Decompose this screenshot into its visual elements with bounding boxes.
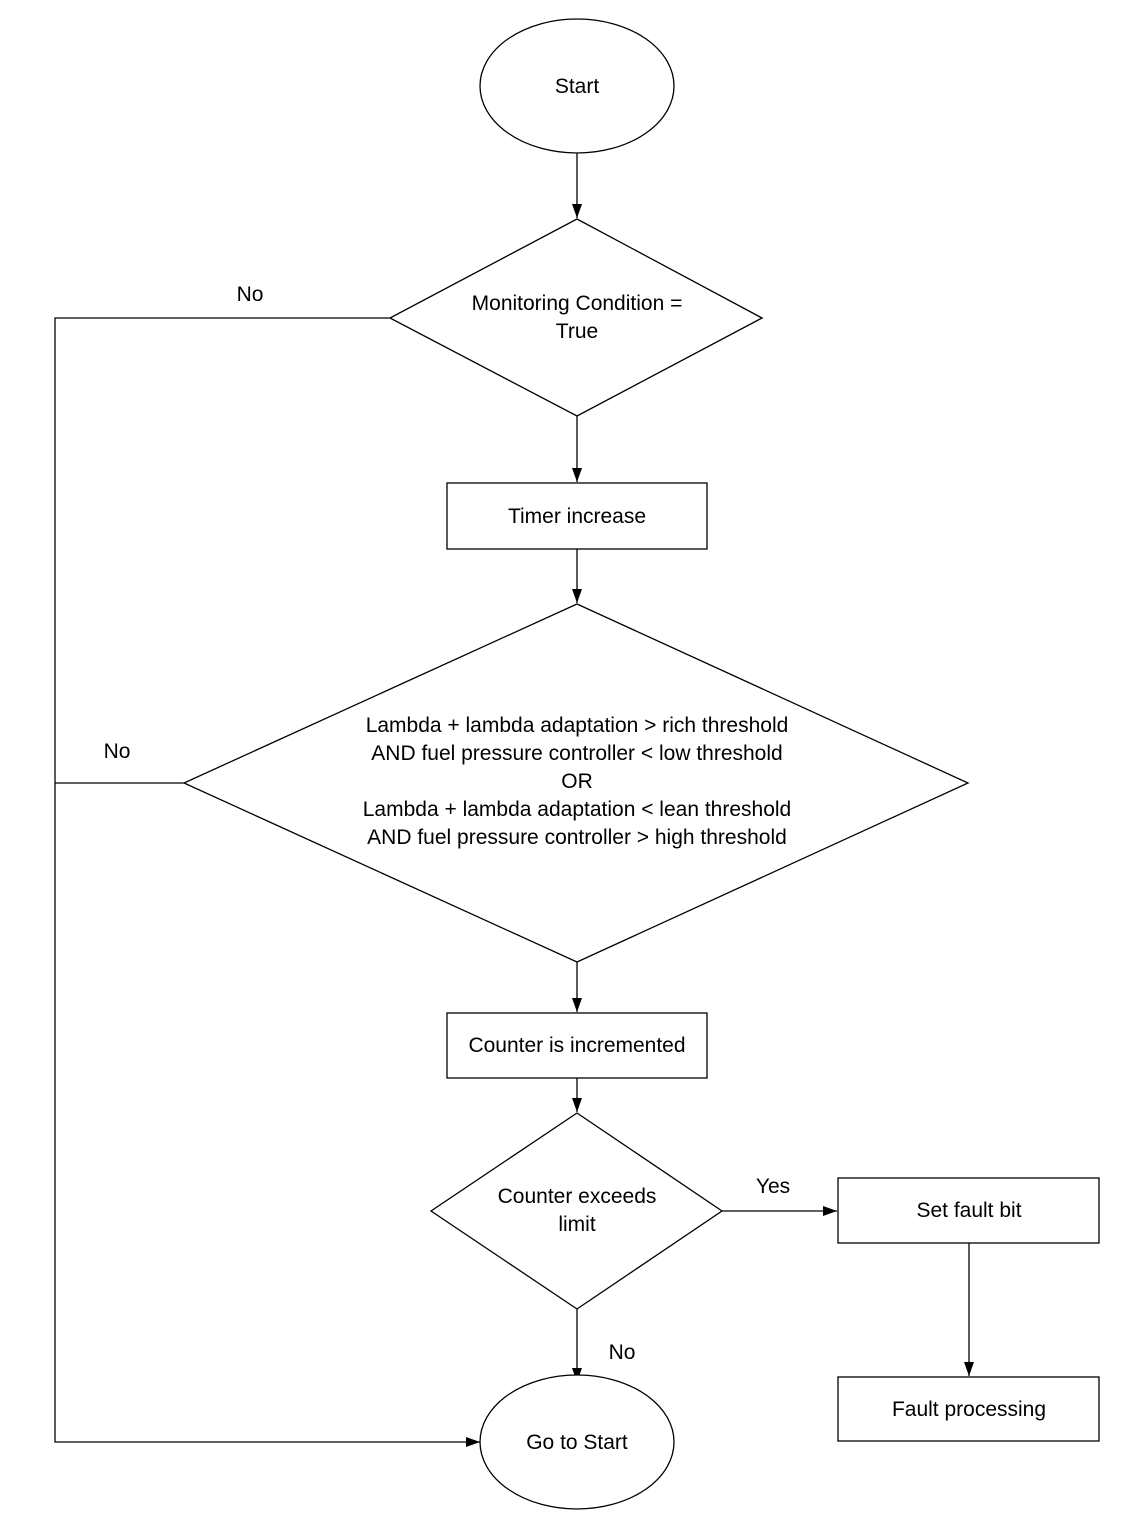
edge-monitoring-no-loop: [54, 317, 480, 1447]
lambda-check-line-5: AND fuel pressure controller > high thre…: [367, 826, 787, 849]
counter-no-label: No: [609, 1341, 636, 1364]
fault-processing-process: [837, 1376, 1100, 1442]
go-to-start-terminal: [479, 1374, 675, 1510]
timer-increase-process: [446, 482, 708, 550]
fault-processing-label: Fault processing: [892, 1398, 1046, 1421]
lambda-no-label: No: [104, 740, 131, 763]
lambda-check-line-2: AND fuel pressure controller < low thres…: [371, 742, 782, 765]
monitoring-condition-line-2: True: [556, 320, 598, 343]
set-fault-bit-label: Set fault bit: [916, 1199, 1021, 1222]
monitoring-condition-line-1: Monitoring Condition =: [472, 292, 683, 315]
counter-incremented-label: Counter is incremented: [468, 1034, 685, 1057]
counter-incremented-process: [446, 1012, 708, 1079]
monitoring-no-label: No: [237, 283, 264, 306]
counter-exceeds-line-1: Counter exceeds: [498, 1185, 657, 1208]
monitoring-condition-decision: [388, 218, 764, 417]
lambda-check-line-4: Lambda + lambda adaptation < lean thresh…: [363, 798, 791, 821]
lambda-check-line-1: Lambda + lambda adaptation > rich thresh…: [366, 714, 789, 737]
timer-increase-label: Timer increase: [508, 505, 646, 528]
lambda-threshold-decision: [182, 603, 970, 963]
counter-yes-label: Yes: [756, 1175, 790, 1198]
go-to-start-label: Go to Start: [526, 1431, 628, 1454]
start-label: Start: [555, 75, 600, 98]
counter-exceeds-decision: [429, 1112, 724, 1310]
set-fault-bit-process: [837, 1177, 1100, 1244]
lambda-check-line-3: OR: [561, 770, 593, 793]
start-terminal: [479, 18, 675, 154]
counter-exceeds-line-2: limit: [558, 1213, 595, 1236]
